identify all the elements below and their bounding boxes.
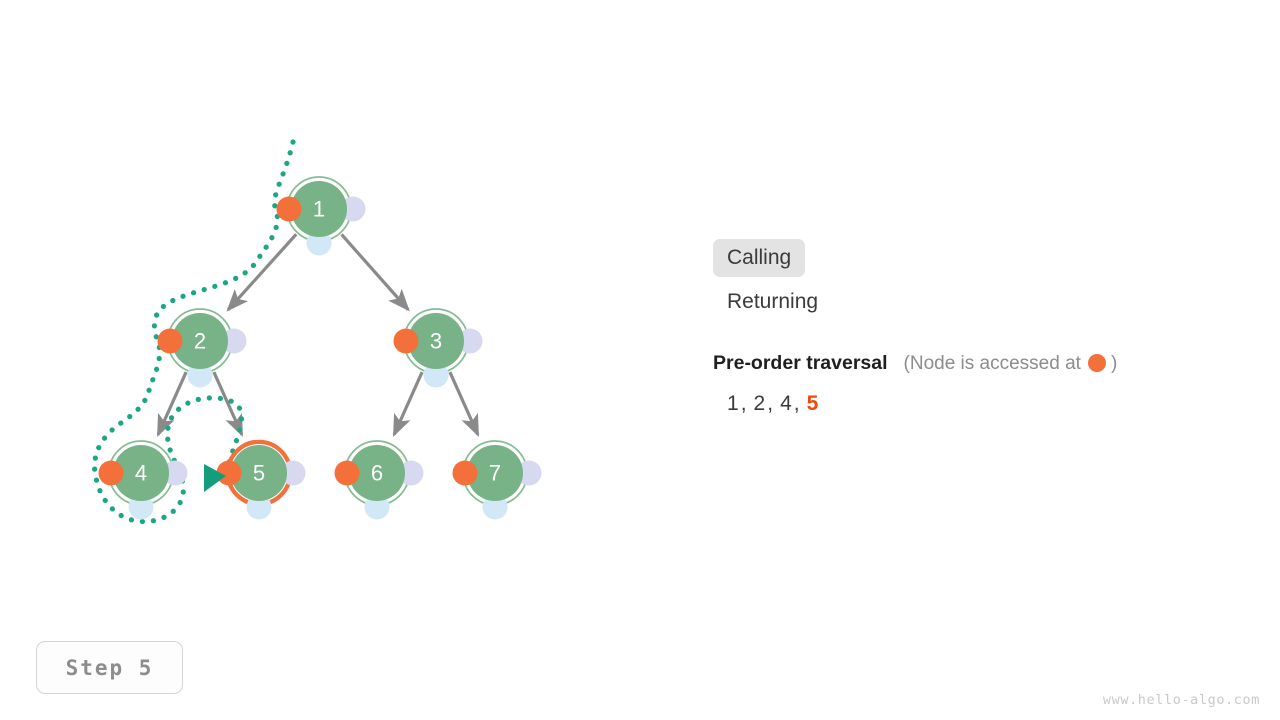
recursion-path-dotted: [91, 139, 296, 525]
current-node-pointer: [204, 464, 226, 492]
binary-tree-diagram: 1 2 3 4 5 6 7: [91, 139, 542, 525]
node-body[interactable]: [113, 445, 169, 501]
node-access-dot-icon: [393, 328, 419, 354]
node-bottom-dot: [423, 362, 449, 388]
node-bottom-dot: [246, 494, 272, 520]
node-body[interactable]: [408, 313, 464, 369]
traversal-legend: (Node is accessed at): [904, 353, 1118, 375]
tree-edge-n3-n7: [448, 371, 480, 437]
node-body[interactable]: [172, 313, 228, 369]
tree-node-3[interactable]: 3: [393, 308, 483, 388]
traversal-value-2: 2: [753, 392, 767, 415]
node-label: 6: [371, 461, 383, 486]
tree-edge-n3-n6: [392, 371, 424, 437]
node-label: 5: [253, 461, 265, 486]
node-bottom-dot: [187, 362, 213, 388]
traversal-block: Pre-order traversal (Node is accessed at…: [713, 352, 1253, 416]
tree-node-7[interactable]: 7: [452, 440, 542, 520]
node-access-dot-icon: [157, 328, 183, 354]
traversal-value-4: 4: [780, 392, 793, 415]
node-right-dot: [280, 460, 306, 486]
traversal-value-1: 1: [727, 392, 740, 415]
node-bottom-dot: [128, 494, 154, 520]
node-label: 3: [430, 329, 442, 354]
node-right-dot: [398, 460, 424, 486]
node-access-dot-icon: [334, 460, 360, 486]
node-body[interactable]: [349, 445, 405, 501]
traversal-sequence: 1,2,4,5: [727, 392, 1253, 416]
traversal-value-5: 5: [806, 392, 820, 415]
step-badge: Step 5: [36, 641, 183, 694]
tree-edges: [156, 233, 480, 437]
site-watermark: www.hello-algo.com: [1102, 692, 1260, 708]
recursion-path: [91, 139, 296, 525]
node-right-dot: [516, 460, 542, 486]
node-access-dot-icon: [276, 196, 302, 222]
node-right-dot: [162, 460, 188, 486]
traversal-separator: ,: [740, 392, 748, 415]
info-panel: Calling Returning Pre-order traversal (N…: [713, 236, 1253, 416]
node-bottom-dot: [482, 494, 508, 520]
state-chip-calling[interactable]: Calling: [713, 239, 806, 277]
tree-edge-n2-n4: [156, 371, 188, 437]
node-right-dot: [457, 328, 483, 354]
recursion-state-list: Calling Returning: [713, 236, 1253, 324]
node-body[interactable]: [231, 445, 287, 501]
node-bottom-dot: [364, 494, 390, 520]
tree-node-1[interactable]: 1: [276, 176, 366, 256]
traversal-title: Pre-order traversal: [713, 352, 888, 374]
node-access-dot-icon: [216, 460, 242, 486]
node-access-dot-icon: [452, 460, 478, 486]
traversal-heading: Pre-order traversal (Node is accessed at…: [713, 352, 1253, 375]
traversal-separator: ,: [767, 392, 775, 415]
tree-node-6[interactable]: 6: [334, 440, 424, 520]
node-right-dot: [340, 196, 366, 222]
tree-node-4[interactable]: 4: [98, 440, 188, 520]
node-access-dot-icon: [98, 460, 124, 486]
node-label: 2: [194, 329, 206, 354]
state-row-calling[interactable]: Calling: [713, 236, 1253, 280]
node-bottom-dot: [306, 230, 332, 256]
pointer-triangle-icon: [204, 464, 226, 492]
tree-edge-n2-n5: [212, 371, 244, 437]
state-chip-returning[interactable]: Returning: [727, 290, 819, 314]
node-body[interactable]: [467, 445, 523, 501]
traversal-separator: ,: [793, 392, 801, 415]
tree-node-2[interactable]: 2: [157, 308, 247, 388]
tree-nodes: 1 2 3 4 5 6 7: [98, 176, 542, 520]
node-right-dot: [221, 328, 247, 354]
tree-edge-n1-n2: [226, 233, 298, 312]
node-label: 4: [135, 461, 147, 486]
state-row-returning[interactable]: Returning: [713, 280, 1253, 324]
access-dot-icon: [1087, 353, 1106, 372]
node-label: 1: [313, 197, 325, 222]
node-body[interactable]: [291, 181, 347, 237]
node-label: 7: [489, 461, 501, 486]
tree-node-5[interactable]: 5: [216, 439, 306, 520]
legend-prefix: (Node is accessed at: [903, 352, 1081, 374]
tree-edge-n1-n3: [340, 233, 410, 312]
legend-suffix: ): [1110, 352, 1118, 374]
